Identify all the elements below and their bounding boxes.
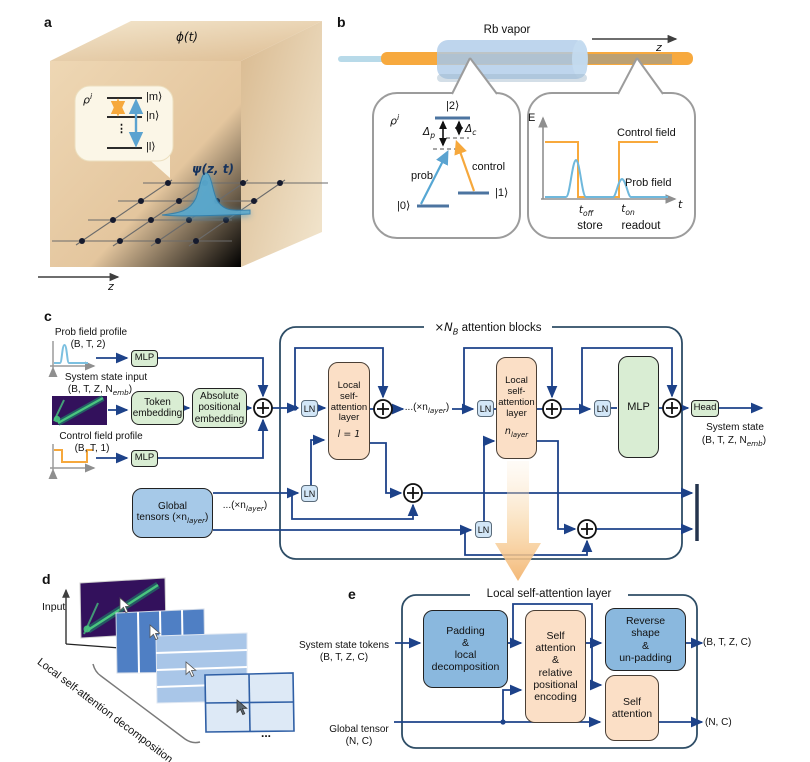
- state-input-title: System state input: [64, 372, 148, 383]
- panel-d-label: d: [42, 571, 51, 587]
- panel-a-label: a: [44, 14, 52, 30]
- wavepacket: [161, 172, 251, 218]
- t-on-label: ton: [621, 203, 635, 218]
- abs-pos-embedding-box: Absolute positional embedding: [192, 388, 247, 428]
- lambda-level-diagram: [417, 116, 489, 208]
- ln-box-2: LN: [477, 400, 494, 417]
- control-profile-icon: [48, 444, 96, 479]
- ln-box-3: LN: [594, 400, 611, 417]
- junction-dots: [289, 405, 585, 533]
- system-state-output-title: System state: [706, 422, 764, 433]
- padding-decomposition-box: Padding & local decomposition: [423, 610, 508, 688]
- tokens-output-shape: (B, T, Z, C): [703, 637, 752, 648]
- control-field-label: Control field: [617, 127, 676, 139]
- level-0-label: |0⟩: [397, 200, 411, 212]
- global-self-attention-box: Self attention: [605, 675, 659, 741]
- level-2-label: |2⟩: [446, 100, 460, 112]
- attention-blocks-title: ×NB attention blocks: [424, 320, 552, 338]
- speech-bubble: [74, 85, 174, 178]
- tokens-input-label: System state tokens(B, T, Z, C): [298, 639, 390, 663]
- local-self-attention-box-1: Local self- attention layer l = 1: [328, 362, 370, 460]
- control-input-shape: (B, T, 1): [74, 443, 110, 454]
- head-box: Head: [691, 400, 719, 417]
- control-arrow: [454, 139, 476, 192]
- self-attention-rel-pos-box: Self attention & relative positional enc…: [525, 610, 586, 723]
- delta-p-label: Δp: [423, 126, 435, 141]
- state-input-shape: (B, T, Z, Nemb): [67, 384, 133, 397]
- mlp-box-control: MLP: [131, 450, 158, 467]
- panel-b-label: b: [337, 14, 346, 30]
- phi-label: ϕ(t): [176, 30, 198, 44]
- level-m-label: |m⟩: [146, 91, 163, 103]
- token-embedding-box: Token embedding: [131, 391, 184, 425]
- callout-bubble-levels: [372, 57, 521, 239]
- t-off-label: toff: [578, 204, 594, 219]
- panel-e-dots: [500, 640, 516, 725]
- local-attention-title: Local self-attention layer: [470, 588, 628, 602]
- reverse-shape-box: Reverse shape & un-padding: [605, 608, 686, 671]
- psi-label: ψ(z, t): [192, 162, 234, 176]
- rho-label-b: ρi: [390, 113, 400, 128]
- rb-vapor-label: Rb vapor: [483, 24, 531, 36]
- decomposition-bracket: [92, 663, 201, 744]
- level-l-label: |l⟩: [146, 141, 156, 153]
- repeat-layers-label: ...(×nlayer): [404, 402, 450, 415]
- local-self-attention-box-n: Local self- attention layer nlayer: [496, 357, 537, 459]
- panel-c-label: c: [44, 308, 52, 324]
- t-axis-label: t: [678, 198, 683, 211]
- global-tensors-line1: Global: [158, 500, 187, 512]
- readout-label: readout: [621, 220, 661, 232]
- prob-input-title: Prob field profile: [54, 327, 128, 338]
- mlp-big-box: MLP: [618, 356, 659, 458]
- prob-input-shape: (B, T, 2): [70, 339, 106, 350]
- state-input-thumbnail: [52, 395, 107, 426]
- prob-field-label: Prob field: [625, 177, 672, 189]
- layer-index-1: l = 1: [337, 429, 361, 441]
- decomposition-ellipsis: ...: [261, 726, 272, 740]
- level-n-label: |n⟩: [146, 110, 160, 122]
- global-tensors-box: Global tensors (×nlayer): [132, 488, 213, 538]
- panel-c-connectors: [96, 347, 764, 556]
- z-label-b: z: [656, 41, 662, 54]
- callout-bubble-fields: [527, 57, 696, 239]
- ellipsis-levels: ⋮: [116, 123, 127, 135]
- panel-e-label: e: [348, 586, 356, 602]
- zoom-indicator-arrow: [495, 461, 541, 581]
- field-timing-plot: [538, 116, 677, 204]
- e-axis-label: E: [528, 112, 536, 124]
- mlp-box-prob: MLP: [131, 350, 158, 367]
- global-tensor-input-label: Global tensor(N, C): [329, 723, 389, 747]
- prob-field-trace: [545, 158, 668, 198]
- decomposition-layer-3: [204, 672, 295, 733]
- attention-box-text: Local self- attention layer: [330, 379, 368, 424]
- input-axis-label: Input: [42, 601, 66, 613]
- rho-label-a: ρi: [83, 92, 93, 107]
- ln-box-global-1: LN: [301, 485, 318, 502]
- ln-box-1: LN: [301, 400, 318, 417]
- ln-box-global-2: LN: [475, 521, 492, 538]
- control-arrow-label: control: [472, 161, 506, 173]
- z-label-a: z: [108, 280, 114, 293]
- prob-arrow-label: prob: [411, 170, 434, 182]
- repeat-global-label: ...(×nlayer): [222, 500, 268, 513]
- store-label: store: [577, 220, 603, 232]
- delta-c-label: Δc: [465, 123, 477, 138]
- decomposition-axis: [62, 588, 121, 649]
- system-state-output-shape: (B, T, Z, Nemb): [701, 435, 767, 448]
- layer-index-n: nlayer: [504, 425, 529, 439]
- global-tensors-line2: tensors (×nlayer): [136, 512, 209, 526]
- attention-box-text: Local self- attention layer: [498, 375, 535, 420]
- probe-arrow: [420, 150, 449, 205]
- global-output-shape: (N, C): [705, 717, 732, 728]
- control-input-title: Control field profile: [59, 431, 143, 442]
- prob-profile-icon: [48, 341, 96, 377]
- sum-nodes: [253, 398, 682, 539]
- level-1-label: |1⟩: [495, 187, 509, 199]
